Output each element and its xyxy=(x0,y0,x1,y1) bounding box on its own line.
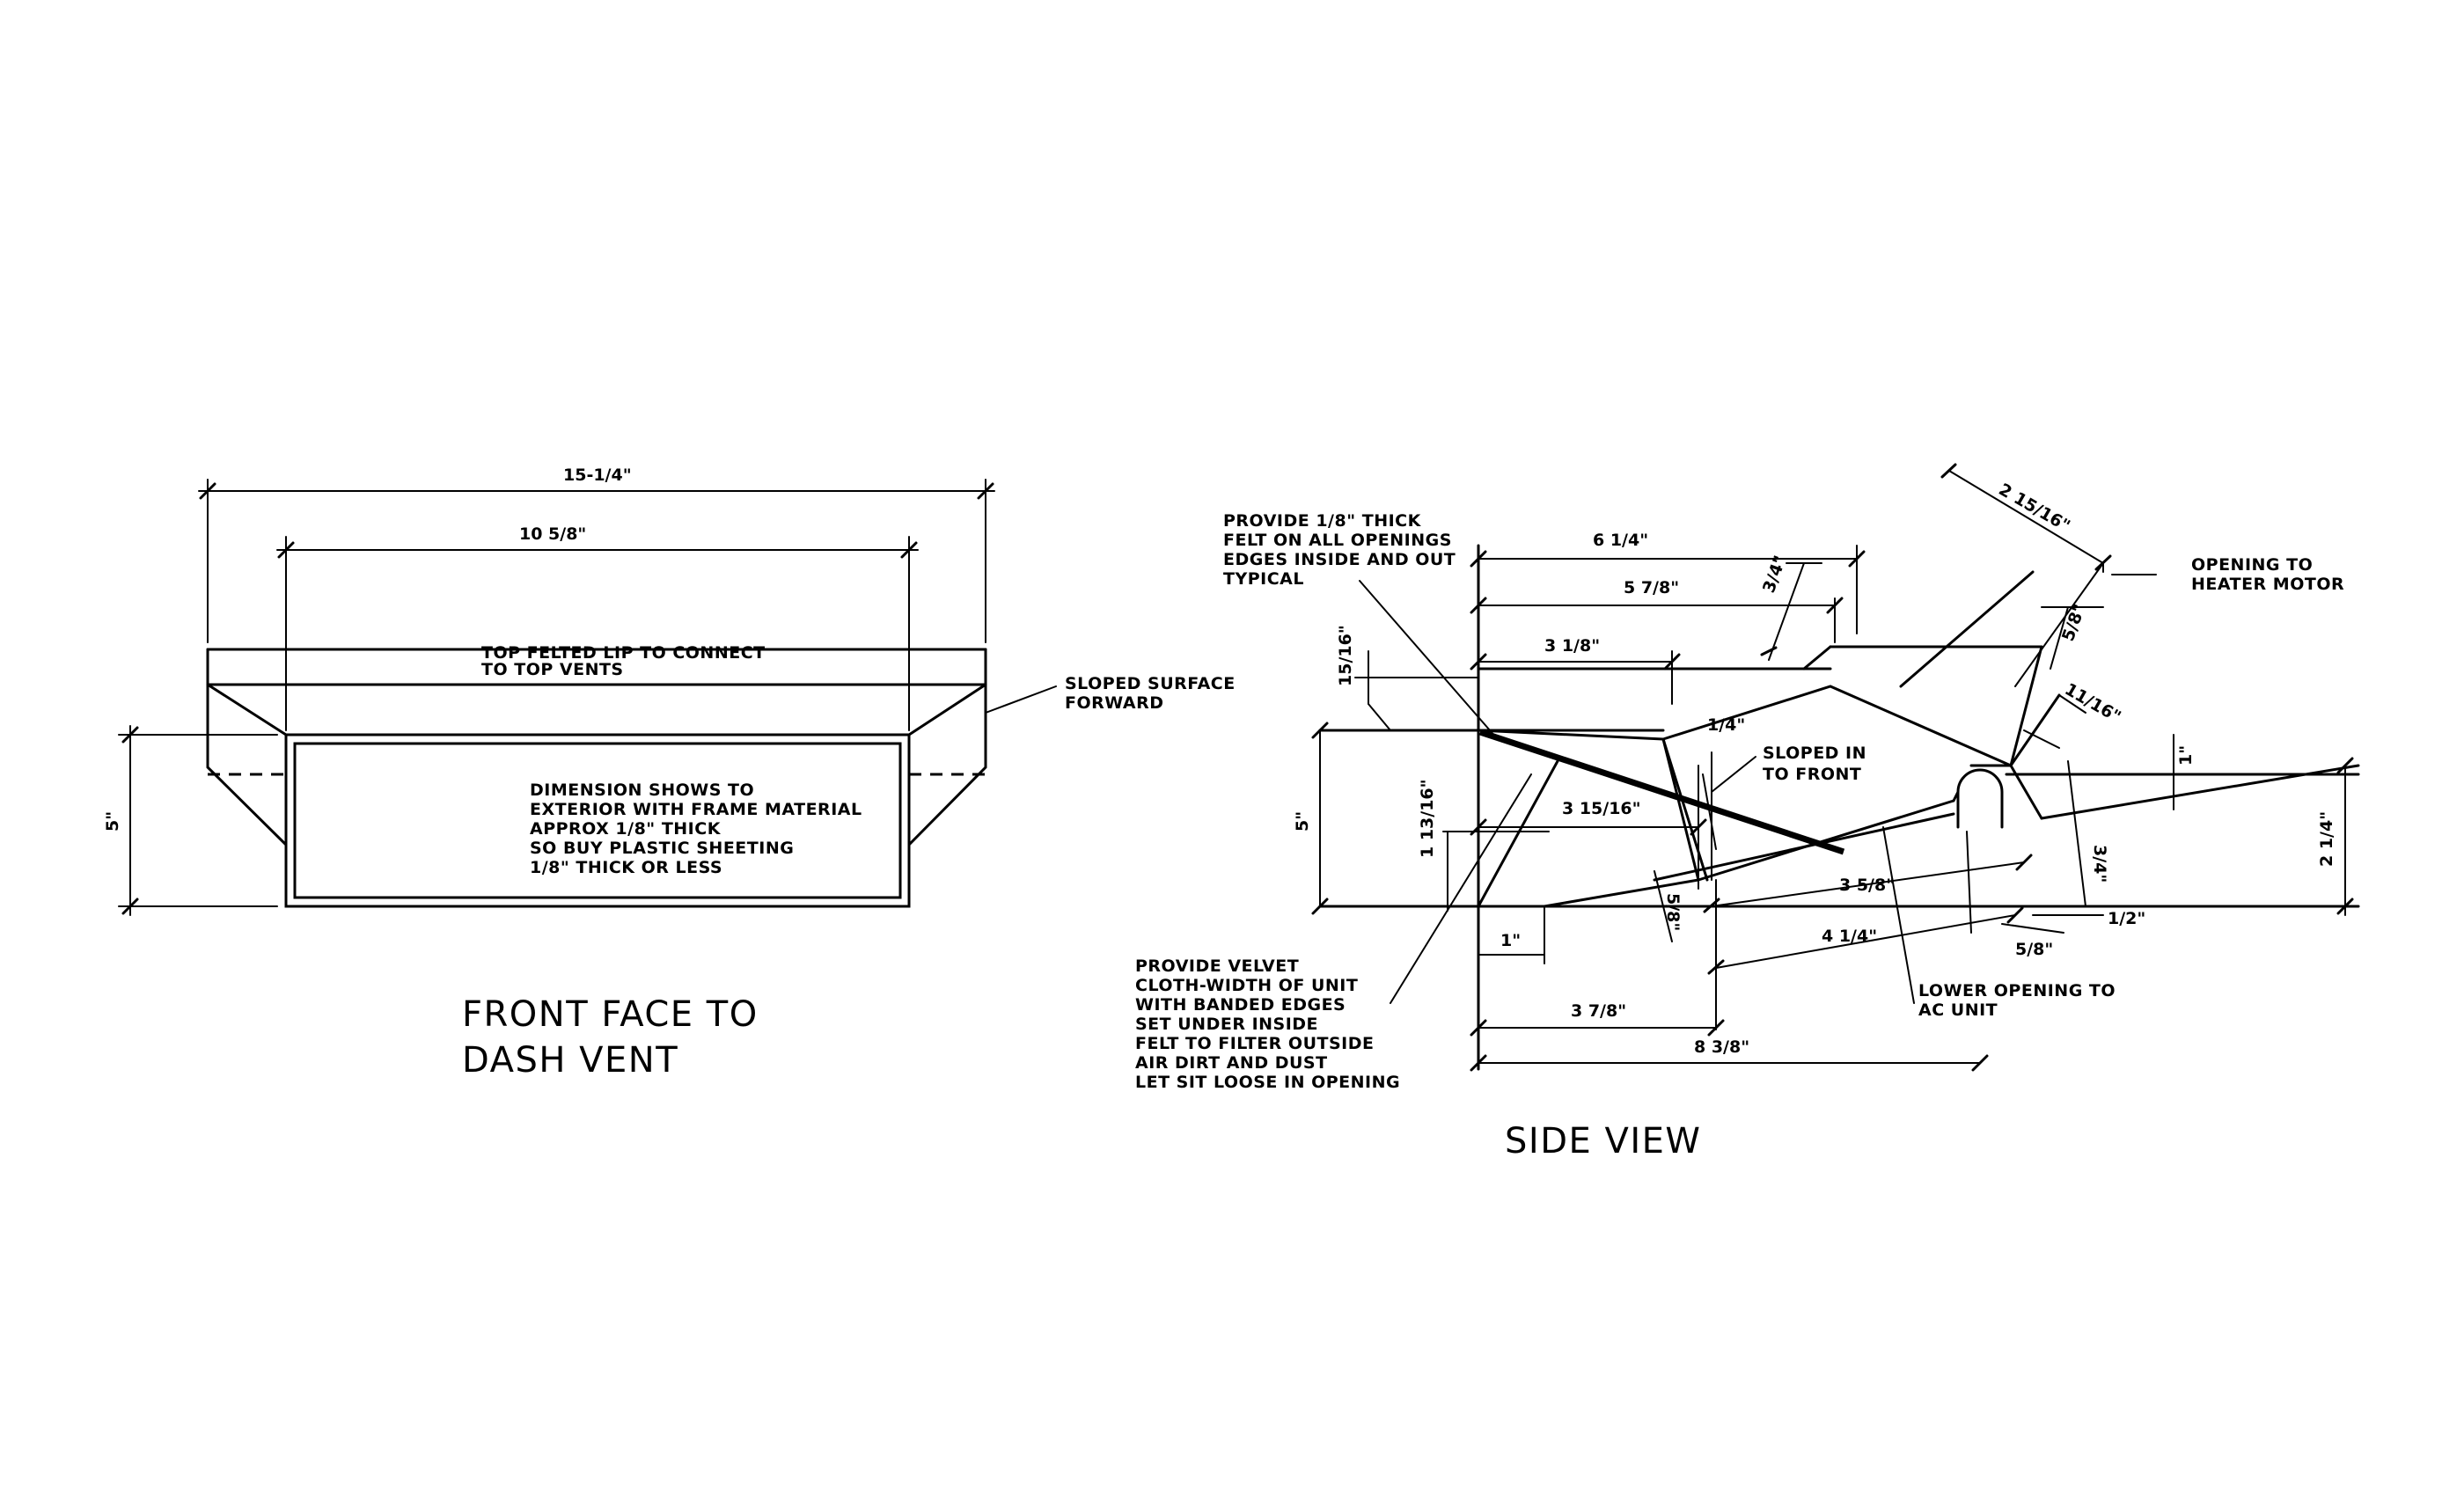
svg-text:AIR DIRT AND DUST: AIR DIRT AND DUST xyxy=(1135,1053,1328,1073)
note-top-lip: TOP FELTED LIP TO CONNECT TO TOP VENTS xyxy=(481,643,766,679)
svg-text:TO FRONT: TO FRONT xyxy=(1763,765,1861,784)
dim-inner-width-label: 10 5/8" xyxy=(519,524,586,544)
dim-5-7-8: 5 7/8" xyxy=(1624,578,1679,597)
svg-text:SET UNDER INSIDE: SET UNDER INSIDE xyxy=(1135,1015,1318,1034)
dim-overall-width: 15-1/4" xyxy=(198,465,995,643)
svg-text:EDGES INSIDE AND OUT: EDGES INSIDE AND OUT xyxy=(1223,550,1456,569)
dim-1-13-16: 1 13/16" xyxy=(1418,779,1437,858)
front-view-outline xyxy=(206,648,987,908)
svg-text:SO BUY PLASTIC SHEETING: SO BUY PLASTIC SHEETING xyxy=(530,839,794,858)
svg-text:FORWARD: FORWARD xyxy=(1065,693,1163,713)
svg-text:SLOPED IN: SLOPED IN xyxy=(1763,744,1866,763)
dim-height-label: 5" xyxy=(103,811,122,832)
side-view-dimension-lines xyxy=(1311,463,2354,1072)
dim-inner-width: 10 5/8" xyxy=(276,524,919,731)
svg-text:FELT TO FILTER OUTSIDE: FELT TO FILTER OUTSIDE xyxy=(1135,1034,1374,1053)
dim-3-1-8: 3 1/8" xyxy=(1544,636,1600,656)
dim-2-15-16: 2 15/16" xyxy=(1996,480,2074,536)
note-velvet: PROVIDE VELVET CLOTH-WIDTH OF UNIT WITH … xyxy=(1135,956,1400,1092)
svg-text:EXTERIOR WITH FRAME MATERIAL: EXTERIOR WITH FRAME MATERIAL xyxy=(530,800,862,819)
note-lower-opening: LOWER OPENING TO AC UNIT xyxy=(1918,981,2116,1020)
svg-text:TO TOP VENTS: TO TOP VENTS xyxy=(481,660,624,679)
dim-6-1-4: 6 1/4" xyxy=(1593,531,1648,550)
svg-text:DIMENSION SHOWS TO: DIMENSION SHOWS TO xyxy=(530,780,754,800)
svg-text:SLOPED SURFACE: SLOPED SURFACE xyxy=(1065,674,1236,693)
note-felt: PROVIDE 1/8" THICK FELT ON ALL OPENINGS … xyxy=(1223,511,1456,589)
side-view-title: SIDE VIEW xyxy=(1505,1121,1701,1162)
dim-height: 5" xyxy=(103,725,278,916)
note-dimension: DIMENSION SHOWS TO EXTERIOR WITH FRAME M… xyxy=(530,780,862,877)
dim-1-2: 1/2" xyxy=(2108,909,2145,928)
dim-1: 1" xyxy=(1500,931,1521,950)
dim-1-4: 1/4" xyxy=(1707,715,1745,735)
dim-3-5-8: 3 5/8" xyxy=(1839,876,1895,895)
svg-text:LET SIT LOOSE IN OPENING: LET SIT LOOSE IN OPENING xyxy=(1135,1073,1400,1092)
dim-overall-width-label: 15-1/4" xyxy=(563,465,632,485)
dim-5-left: 5" xyxy=(1293,811,1312,832)
front-view: 15-1/4" 10 5/8" 5" TOP FELTED LIP TO CON… xyxy=(103,465,1236,1081)
svg-text:TOP FELTED LIP TO CONNECT: TOP FELTED LIP TO CONNECT xyxy=(481,643,766,663)
svg-text:PROVIDE VELVET: PROVIDE VELVET xyxy=(1135,956,1299,976)
note-sloped-in: SLOPED IN TO FRONT xyxy=(1763,744,1866,784)
dim-3-7-8: 3 7/8" xyxy=(1571,1001,1626,1021)
svg-text:1/8" THICK OR LESS: 1/8" THICK OR LESS xyxy=(530,858,722,877)
front-view-title-line2: DASH VENT xyxy=(462,1040,678,1081)
side-view: 6 1/4" 5 7/8" 3 1/8" 2 15/16" 3/4" 5/8" … xyxy=(1135,463,2360,1162)
svg-text:HEATER MOTOR: HEATER MOTOR xyxy=(2191,575,2344,594)
svg-text:AC UNIT: AC UNIT xyxy=(1918,1000,1998,1020)
svg-text:CLOTH-WIDTH OF UNIT: CLOTH-WIDTH OF UNIT xyxy=(1135,976,1358,995)
svg-text:LOWER OPENING TO: LOWER OPENING TO xyxy=(1918,981,2116,1000)
dim-3-15-16: 3 15/16" xyxy=(1562,799,1641,818)
dim-3-4-right: 3/4" xyxy=(2090,845,2109,883)
note-heater-motor: OPENING TO HEATER MOTOR xyxy=(2191,555,2344,594)
svg-text:PROVIDE 1/8" THICK: PROVIDE 1/8" THICK xyxy=(1223,511,1422,531)
svg-text:APPROX 1/8" THICK: APPROX 1/8" THICK xyxy=(530,819,722,839)
svg-text:FELT ON ALL OPENINGS: FELT ON ALL OPENINGS xyxy=(1223,531,1452,550)
dim-5-8-low: 5/8" xyxy=(1663,893,1683,931)
svg-text:TYPICAL: TYPICAL xyxy=(1223,569,1304,589)
svg-text:OPENING TO: OPENING TO xyxy=(2191,555,2313,575)
dim-15-16: 15/16" xyxy=(1336,625,1355,686)
dim-4-1-4: 4 1/4" xyxy=(1822,927,1877,946)
svg-text:WITH BANDED EDGES: WITH BANDED EDGES xyxy=(1135,995,1346,1015)
dim-2-1-4: 2 1/4" xyxy=(2317,811,2336,867)
side-view-outline xyxy=(1318,544,2360,1071)
front-view-title-line1: FRONT FACE TO xyxy=(462,994,759,1035)
dim-5-8-bottom: 5/8" xyxy=(2015,940,2053,959)
note-sloped-surface: SLOPED SURFACE FORWARD xyxy=(985,674,1236,714)
dim-8-3-8: 8 3/8" xyxy=(1694,1037,1749,1057)
dim-1-right: 1" xyxy=(2176,745,2196,766)
